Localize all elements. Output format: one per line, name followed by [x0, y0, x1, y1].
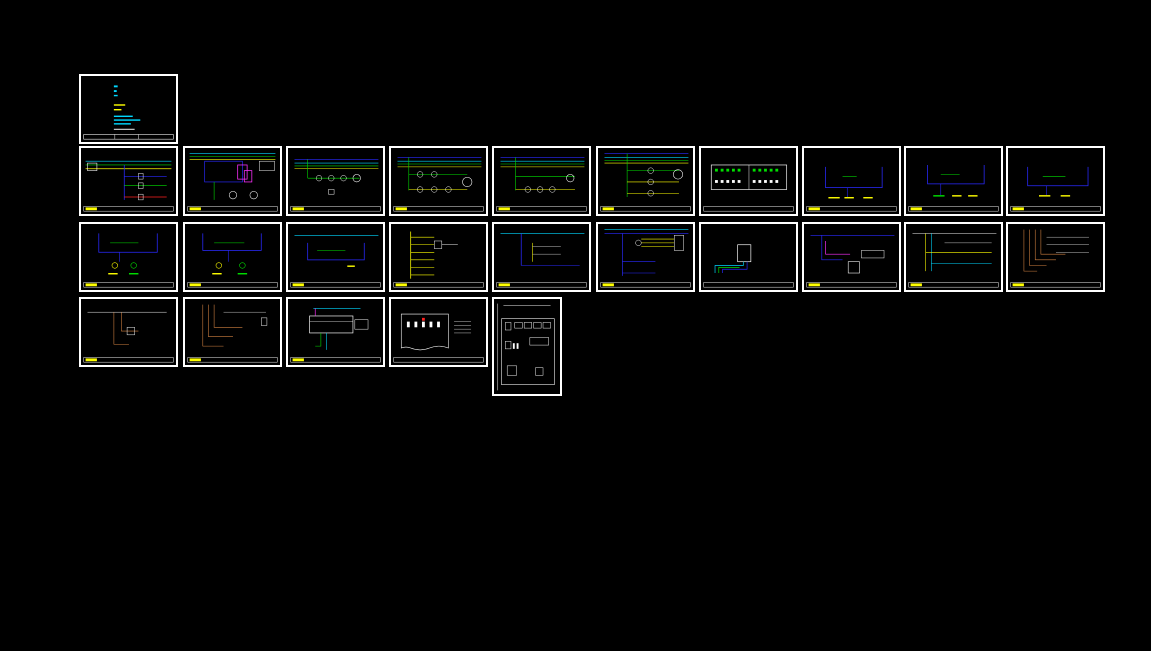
sheet-graphic [496, 157, 587, 212]
drawing-sheet-r1c8[interactable] [802, 146, 901, 216]
drawing-sheet-r1c5[interactable] [492, 146, 591, 216]
sheet-graphic [908, 233, 999, 288]
drawing-sheet-r2c3[interactable] [286, 222, 385, 292]
sheet-graphic [83, 160, 174, 212]
sheet-graphic [1010, 166, 1101, 212]
sheet-graphic [393, 313, 484, 363]
drawing-sheet-r1c1[interactable] [79, 146, 178, 216]
sheet-graphic [187, 233, 278, 288]
drawing-sheet-r3c4[interactable] [389, 297, 488, 367]
drawing-sheet-r3c2[interactable] [183, 297, 282, 367]
sheet-graphic [83, 85, 174, 140]
sheet-graphic [290, 235, 381, 288]
sheet-graphic [1010, 229, 1101, 288]
sheet-graphic [703, 164, 794, 212]
sheet-graphic [393, 157, 484, 212]
drawing-sheet-r2c10[interactable] [1006, 222, 1105, 292]
drawing-sheet-r2c5[interactable] [492, 222, 591, 292]
drawing-sheet-r1c4[interactable] [389, 146, 488, 216]
drawing-sheet-r1c10[interactable] [1006, 146, 1105, 216]
drawing-sheet-r1c7[interactable] [699, 146, 798, 216]
sheet-graphic [83, 311, 174, 363]
sheet-graphic [806, 234, 897, 288]
drawing-sheet-r2c6[interactable] [596, 222, 695, 292]
sheet-graphic [290, 158, 381, 212]
sheet-graphic [600, 229, 691, 288]
sheet-graphic [908, 164, 999, 212]
drawing-sheet-cover[interactable] [79, 74, 178, 144]
drawing-sheet-r2c1[interactable] [79, 222, 178, 292]
sheet-graphic [600, 153, 691, 212]
sheet-graphic [806, 166, 897, 212]
drawing-sheet-r2c9[interactable] [904, 222, 1003, 292]
drawing-sheet-r1c3[interactable] [286, 146, 385, 216]
sheet-graphic [290, 308, 381, 363]
drawing-sheet-r2c4[interactable] [389, 222, 488, 292]
sheet-graphic [83, 233, 174, 288]
drawing-sheet-r2c8[interactable] [802, 222, 901, 292]
sheet-graphic [496, 233, 587, 288]
drawing-sheet-r2c2[interactable] [183, 222, 282, 292]
drawing-sheet-r3c5[interactable] [492, 297, 562, 396]
drawing-sheet-r1c2[interactable] [183, 146, 282, 216]
sheet-graphic [497, 303, 555, 391]
sheet-graphic [187, 304, 278, 363]
drawing-sheet-r3c1[interactable] [79, 297, 178, 367]
drawing-sheet-r1c6[interactable] [596, 146, 695, 216]
drawing-sheet-r3c3[interactable] [286, 297, 385, 367]
drawing-sheet-r1c9[interactable] [904, 146, 1003, 216]
drawing-sheet-r2c7[interactable] [699, 222, 798, 292]
sheet-graphic [393, 231, 484, 288]
sheet-graphic [187, 153, 278, 212]
sheet-graphic [703, 244, 794, 288]
